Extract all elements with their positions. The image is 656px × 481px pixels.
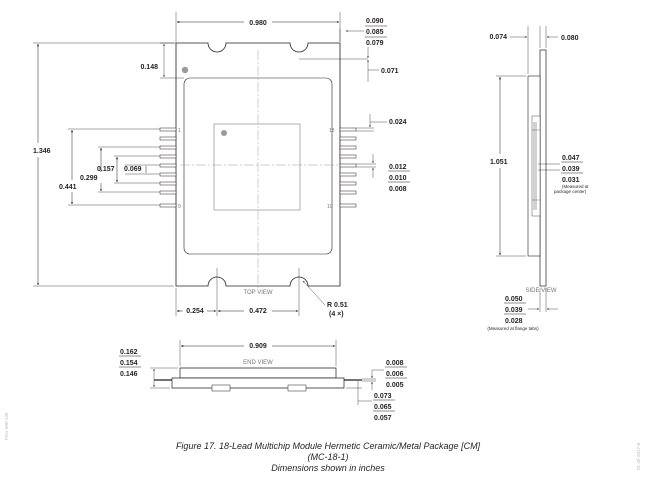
pin-10-label: 10 — [327, 204, 333, 210]
side-code: 01-30-2017-B — [636, 442, 641, 470]
dim-span-outer: 0.441 — [59, 184, 77, 191]
dim-tab-w-max: 0.090 — [366, 18, 384, 25]
dim-side-lead-max: 0.047 — [562, 155, 580, 162]
figure-caption-line-1: Figure 17. 18-Lead Multichip Module Herm… — [175, 441, 481, 451]
side-lead-note-1: (Measured at — [562, 184, 589, 189]
left-code: PKG-005-138 — [4, 412, 9, 440]
dim-width: 0.980 — [249, 20, 267, 27]
pin1-indicator — [181, 66, 189, 74]
dim-side-width-a: 0.074 — [489, 34, 507, 41]
dim-span-inner: 0.157 — [97, 166, 115, 173]
pin-18-label: 18 — [329, 128, 335, 134]
flange-note: (Measured at flange tabs) — [487, 326, 539, 331]
dim-lead-w-max: 0.012 — [389, 164, 407, 171]
top-view-label: TOP VIEW — [243, 290, 272, 296]
dim-span-mid: 0.299 — [80, 175, 98, 182]
end-view-label: END VIEW — [243, 360, 273, 366]
pin-9-label: 9 — [178, 204, 181, 210]
dim-side-height: 1.051 — [490, 159, 508, 166]
dim-side-width-b: 0.080 — [561, 35, 579, 42]
dim-pitch: 0.069 — [124, 166, 142, 173]
dim-end-h-nom: 0.154 — [120, 360, 138, 367]
dim-end-s-min: 0.057 — [374, 415, 392, 422]
figure-caption-line-2: (MC-18-1) — [307, 452, 349, 462]
dim-end-width: 0.909 — [249, 343, 267, 350]
dim-end-h-max: 0.162 — [120, 349, 138, 356]
dim-slot-to-slot: 0.472 — [249, 308, 267, 315]
end-lid — [179, 367, 337, 379]
dim-height: 1.346 — [33, 148, 51, 155]
side-flange — [539, 49, 547, 287]
dim-tab-slot: 0.071 — [381, 68, 399, 75]
die-pin1-dot — [221, 130, 227, 136]
dim-end-t-nom: 0.006 — [386, 371, 404, 378]
dim-end-t-min: 0.005 — [386, 382, 404, 389]
die-outline — [213, 123, 301, 211]
dim-flange-max: 0.050 — [505, 296, 523, 303]
dim-radius-count: (4 ×) — [329, 311, 344, 318]
dim-lead-w-min: 0.008 — [389, 186, 407, 193]
dim-edge-to-slot: 0.254 — [186, 308, 204, 315]
dim-flange-min: 0.028 — [505, 318, 523, 325]
side-view-label: SIDE VIEW — [525, 288, 556, 294]
dim-side-lead-nom: 0.039 — [562, 166, 580, 173]
end-base — [171, 377, 345, 389]
side-view: SIDE VIEW 0.074 0.080 1.051 0.047 0.039 … — [487, 26, 589, 331]
package-body-outline — [175, 42, 341, 287]
dim-radius: R 0.51 — [327, 302, 348, 309]
dim-end-t-max: 0.008 — [386, 360, 404, 367]
end-view: END VIEW 0.909 0.162 0.154 0.146 0.008 0… — [119, 340, 407, 422]
pin-1-label: 1 — [178, 128, 181, 134]
top-view: 1 9 18 10 TOP VIEW 0.980 0.090 0.085 0.0… — [33, 12, 410, 318]
dim-flange-nom: 0.039 — [505, 307, 523, 314]
left-leads — [159, 127, 177, 208]
dim-side-lead-min: 0.031 — [562, 177, 580, 184]
dim-end-s-max: 0.073 — [374, 393, 392, 400]
dim-tab-top: 0.148 — [140, 64, 158, 71]
dim-tab-w-min: 0.079 — [366, 40, 384, 47]
dim-tab-w-nom: 0.085 — [366, 29, 384, 36]
figure-caption-line-3: Dimensions shown in inches — [271, 463, 385, 473]
right-leads — [339, 127, 357, 208]
dim-lead-w-nom: 0.010 — [389, 175, 407, 182]
dim-end-s-nom: 0.065 — [374, 404, 392, 411]
dim-end-h-min: 0.146 — [120, 371, 138, 378]
dim-lead-thick: 0.024 — [389, 119, 407, 126]
side-lead-note-2: package center) — [554, 189, 587, 194]
